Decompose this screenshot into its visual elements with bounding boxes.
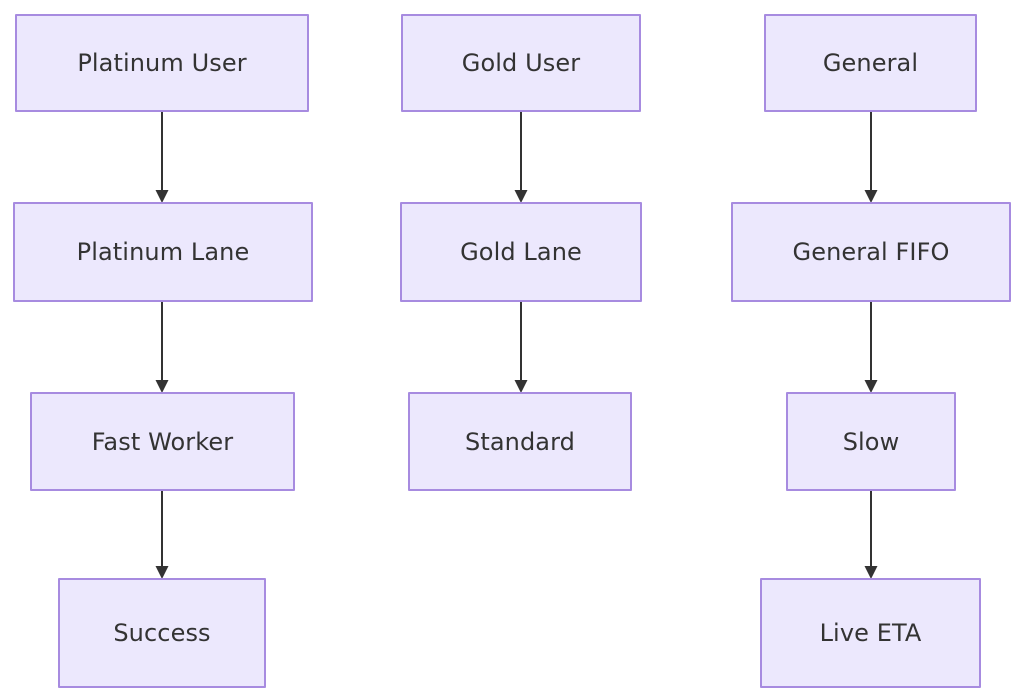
node-label-success: Success	[113, 619, 211, 647]
node-label-platinum-lane: Platinum Lane	[76, 238, 250, 266]
node-general[interactable]: General	[764, 14, 977, 112]
node-label-fast-worker: Fast Worker	[91, 427, 234, 456]
node-label-general: General	[822, 49, 919, 77]
node-general-fifo[interactable]: General FIFO	[731, 202, 1011, 302]
node-label-general-fifo: General FIFO	[792, 238, 950, 266]
node-platinum-lane[interactable]: Platinum Lane	[13, 202, 313, 302]
node-slow[interactable]: Slow	[786, 392, 956, 491]
node-gold-user[interactable]: Gold User	[401, 14, 641, 112]
node-label-slow: Slow	[842, 427, 900, 456]
node-label-standard: Standard	[465, 427, 575, 456]
node-standard[interactable]: Standard	[408, 392, 632, 491]
node-label-gold-lane: Gold Lane	[460, 238, 582, 266]
node-success[interactable]: Success	[58, 578, 266, 688]
node-fast-worker[interactable]: Fast Worker	[30, 392, 295, 491]
node-gold-lane[interactable]: Gold Lane	[400, 202, 642, 302]
node-label-platinum-user: Platinum User	[77, 49, 247, 77]
node-label-gold-user: Gold User	[461, 49, 581, 77]
node-label-live-eta: Live ETA	[819, 619, 922, 647]
node-platinum-user[interactable]: Platinum User	[15, 14, 309, 112]
node-live-eta[interactable]: Live ETA	[760, 578, 981, 688]
